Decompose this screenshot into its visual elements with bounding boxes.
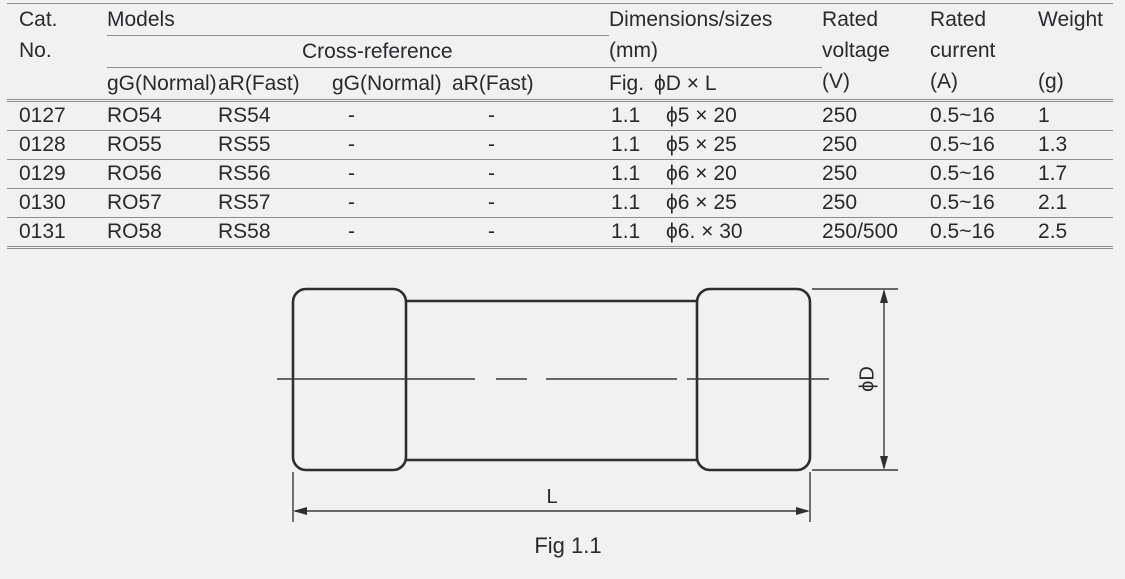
table-row: 0131 RO58 RS58 - - 1.1 ϕ6. × 30 250/500 … <box>7 217 1114 249</box>
cell-xref-ar-fast: - <box>452 188 610 218</box>
header-voltage-line3: (V) <box>822 70 851 93</box>
cell-dimensions: ϕ6. × 30 <box>654 217 823 249</box>
length-arrow-right <box>796 507 810 515</box>
cell-cat-no: 0129 <box>7 159 107 189</box>
cell-rated-current: 0.5~16 <box>930 100 1039 131</box>
cell-rated-current: 0.5~16 <box>930 217 1039 249</box>
cell-xref-ar-fast: - <box>452 159 610 189</box>
header-current-line3: (A) <box>930 70 959 93</box>
table-body: 0127 RO54 RS54 - - 1.1 ϕ5 × 20 250 0.5~1… <box>7 100 1114 249</box>
cell-weight: 2.1 <box>1038 188 1114 218</box>
cell-model-gg-normal: RO54 <box>107 100 218 131</box>
header-rated-current: Rated current (A) <box>930 3 1039 102</box>
length-dimension-lines <box>292 472 811 522</box>
cell-dimensions: ϕ6 × 25 <box>654 188 823 218</box>
diameter-dimension-lines <box>812 288 898 471</box>
diameter-arrow-up <box>880 289 888 303</box>
cell-rated-voltage: 250 <box>822 188 931 218</box>
table-row: 0130 RO57 RS57 - - 1.1 ϕ6 × 25 250 0.5~1… <box>7 188 1114 218</box>
cell-weight: 1.7 <box>1038 159 1114 189</box>
cell-dimensions: ϕ6 × 20 <box>654 159 823 189</box>
cell-xref-ar-fast: - <box>452 130 610 160</box>
header-dimensions-line1: Dimensions/sizes <box>609 8 773 31</box>
header-weight-unit: (g) <box>1038 70 1064 93</box>
cell-rated-voltage: 250 <box>822 130 931 160</box>
header-weight-gap <box>1038 35 1113 66</box>
header-current-line2: current <box>930 39 996 62</box>
cell-model-ar-fast: RS57 <box>218 188 332 218</box>
cell-cat-no: 0131 <box>7 217 107 249</box>
header-cat-no: Cat. No. <box>7 3 107 102</box>
cell-xref-ar-fast: - <box>452 100 610 131</box>
cell-weight: 1 <box>1038 100 1114 131</box>
cell-model-gg-normal: RO55 <box>107 130 218 160</box>
header-dimensions: Dimensions/sizes (mm) <box>609 3 823 68</box>
table-row: 0127 RO54 RS54 - - 1.1 ϕ5 × 20 250 0.5~1… <box>7 100 1114 131</box>
header-fig: Fig. <box>609 67 655 102</box>
cell-xref-ar-fast: - <box>452 217 610 249</box>
header-weight: Weight (g) <box>1038 3 1114 102</box>
cell-cat-no: 0128 <box>7 130 107 160</box>
cell-cat-no: 0130 <box>7 188 107 218</box>
cell-rated-current: 0.5~16 <box>930 130 1039 160</box>
header-xref-gg-normal: gG(Normal) <box>332 67 452 102</box>
cell-model-gg-normal: RO56 <box>107 159 218 189</box>
cell-rated-voltage: 250 <box>822 159 931 189</box>
header-cat-line1: Cat. <box>19 8 58 31</box>
fuse-spec-table: Cat. No. Models Dimensions/sizes (mm) Ra… <box>7 3 1114 249</box>
header-weight-line1: Weight <box>1038 8 1104 31</box>
cell-xref-gg-normal: - <box>332 100 452 131</box>
cell-weight: 1.3 <box>1038 130 1114 160</box>
header-ar-fast: aR(Fast) <box>218 67 332 102</box>
figure-caption: Fig 1.1 <box>534 533 601 558</box>
header-cross-reference-label: Cross-reference <box>302 40 453 63</box>
fuse-drawing: ϕD L Fig 1.1 <box>277 287 898 558</box>
cell-cat-no: 0127 <box>7 100 107 131</box>
cell-xref-gg-normal: - <box>332 159 452 189</box>
cell-model-ar-fast: RS55 <box>218 130 332 160</box>
diameter-label: ϕD <box>856 366 878 392</box>
cell-fig: 1.1 <box>609 217 655 249</box>
header-current-line1: Rated <box>930 8 987 31</box>
cell-fig: 1.1 <box>609 159 655 189</box>
table-header: Cat. No. Models Dimensions/sizes (mm) Ra… <box>7 3 1114 102</box>
header-gg-normal: gG(Normal) <box>107 67 218 102</box>
length-arrow-left <box>293 507 307 515</box>
cell-dimensions: ϕ5 × 20 <box>654 100 823 131</box>
cell-rated-voltage: 250/500 <box>822 217 931 249</box>
length-label: L <box>546 486 557 508</box>
cell-xref-gg-normal: - <box>332 217 452 249</box>
cell-model-ar-fast: RS56 <box>218 159 332 189</box>
cell-model-gg-normal: RO58 <box>107 217 218 249</box>
header-d-x-l: ϕD × L <box>654 67 823 102</box>
header-models-label: Models <box>107 8 175 31</box>
header-voltage-line2: voltage <box>822 39 890 62</box>
table-row: 0129 RO56 RS56 - - 1.1 ϕ6 × 20 250 0.5~1… <box>7 159 1114 189</box>
cell-model-ar-fast: RS54 <box>218 100 332 131</box>
header-rated-voltage: Rated voltage (V) <box>822 3 931 102</box>
header-dimensions-line2: (mm) <box>609 39 658 62</box>
cell-fig: 1.1 <box>609 188 655 218</box>
cell-rated-voltage: 250 <box>822 100 931 131</box>
header-xref-ar-fast: aR(Fast) <box>452 67 610 102</box>
cell-fig: 1.1 <box>609 100 655 131</box>
cell-rated-current: 0.5~16 <box>930 188 1039 218</box>
diameter-arrow-down <box>880 456 888 470</box>
cell-weight: 2.5 <box>1038 217 1114 249</box>
header-cross-reference: Cross-reference <box>107 35 610 68</box>
header-models: Models <box>107 3 610 36</box>
header-voltage-line1: Rated <box>822 8 879 31</box>
header-cat-line2: No. <box>19 39 52 62</box>
cell-fig: 1.1 <box>609 130 655 160</box>
cell-dimensions: ϕ5 × 25 <box>654 130 823 160</box>
table-row: 0128 RO55 RS55 - - 1.1 ϕ5 × 25 250 0.5~1… <box>7 130 1114 160</box>
cell-model-ar-fast: RS58 <box>218 217 332 249</box>
cell-rated-current: 0.5~16 <box>930 159 1039 189</box>
cell-xref-gg-normal: - <box>332 188 452 218</box>
cell-xref-gg-normal: - <box>332 130 452 160</box>
cell-model-gg-normal: RO57 <box>107 188 218 218</box>
